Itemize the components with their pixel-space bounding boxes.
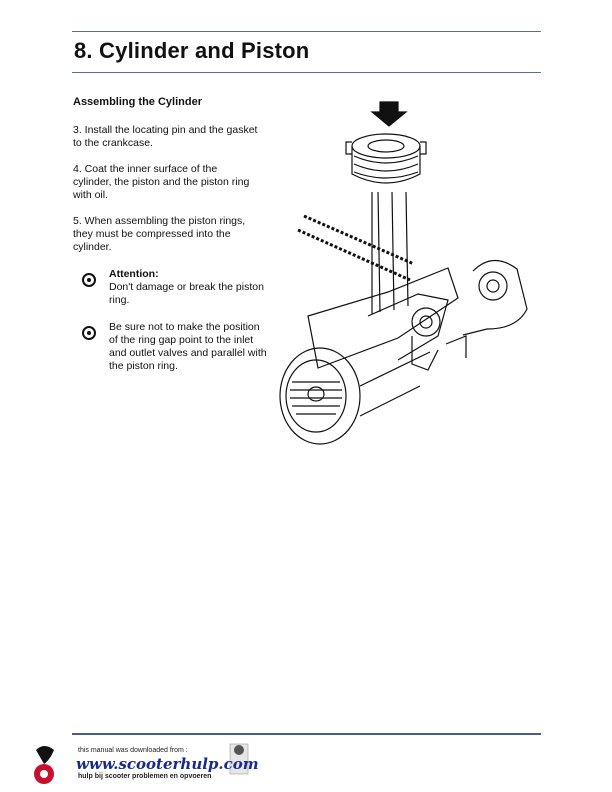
page-title: 8. Cylinder and Piston — [74, 38, 310, 63]
footer-tagline: hulp bij scooter problemen en opvoeren — [78, 773, 212, 780]
scooterhulp-logo — [34, 743, 249, 784]
note-ring-gap: Be sure not to make the position of the … — [109, 321, 269, 373]
footer-rule — [72, 733, 541, 735]
note-body: Be sure not to make the position of the … — [109, 321, 267, 372]
section-subheading: Assembling the Cylinder — [73, 96, 202, 108]
step-5: 5. When assembling the piston rings, the… — [73, 215, 246, 253]
footer-url-link[interactable]: www.scooterhulp.com — [76, 755, 259, 773]
cylinder-assembly-illustration — [279, 101, 528, 445]
step-4: 4. Coat the inner surface of the cylinde… — [73, 163, 250, 201]
step-3: 3. Install the locating pin and the gask… — [73, 124, 258, 149]
attention-icon — [82, 326, 96, 340]
note-attention: Attention: Don't damage or break the pis… — [109, 268, 269, 307]
footer-downloaded-from: this manual was downloaded from : — [78, 747, 188, 754]
note-body: Don't damage or break the piston ring. — [109, 281, 264, 306]
header-top-rule — [72, 31, 541, 32]
note-heading: Attention: — [109, 268, 159, 280]
attention-icon — [82, 273, 96, 287]
header-bottom-rule — [72, 72, 541, 73]
